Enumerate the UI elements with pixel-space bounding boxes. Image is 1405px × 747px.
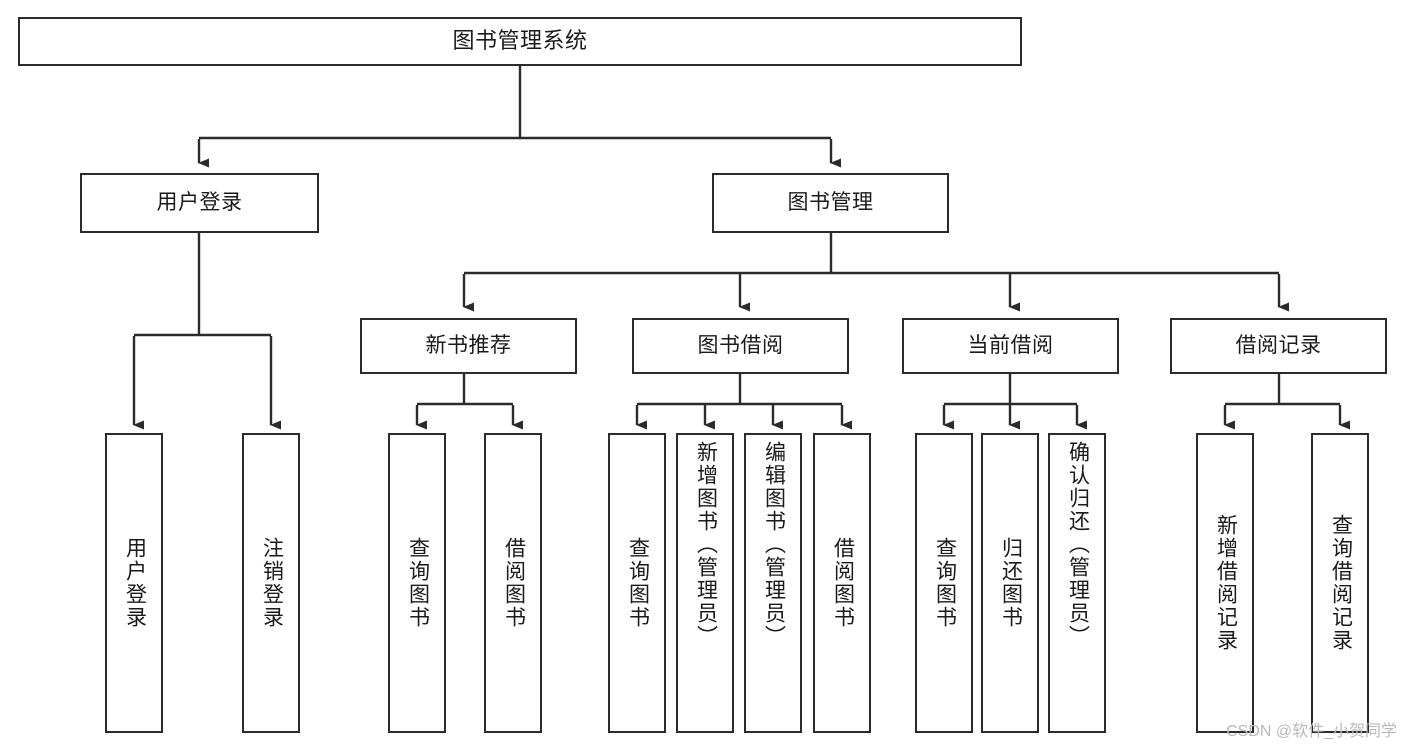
node-label: 注销登录 bbox=[260, 537, 284, 629]
node-leaf-query-book-2[interactable]: 查询图书 bbox=[608, 433, 666, 733]
node-leaf-query-book-1[interactable]: 查询图书 bbox=[388, 433, 446, 733]
node-label: 借阅图书 bbox=[831, 537, 855, 629]
node-label: 查询图书 bbox=[626, 537, 650, 629]
node-leaf-user-logout[interactable]: 注销登录 bbox=[242, 433, 300, 733]
node-label: 查询图书 bbox=[406, 537, 430, 629]
node-leaf-return-book[interactable]: 归还图书 bbox=[981, 433, 1039, 733]
node-book-manage[interactable]: 图书管理 bbox=[712, 173, 949, 233]
node-label: 确认归还（管理员） bbox=[1066, 441, 1090, 648]
node-leaf-query-record[interactable]: 查询借阅记录 bbox=[1311, 433, 1369, 733]
node-label: 图书借阅 bbox=[697, 334, 784, 358]
node-label: 图书管理系统 bbox=[452, 28, 588, 54]
node-label: 编辑图书（管理员） bbox=[762, 441, 786, 648]
node-label: 借阅记录 bbox=[1235, 334, 1322, 358]
node-borrow-record[interactable]: 借阅记录 bbox=[1170, 318, 1387, 374]
node-leaf-borrow-book-1[interactable]: 借阅图书 bbox=[484, 433, 542, 733]
node-user-login[interactable]: 用户登录 bbox=[80, 173, 319, 233]
node-label: 借阅图书 bbox=[502, 537, 526, 629]
node-current-borrow[interactable]: 当前借阅 bbox=[902, 318, 1119, 374]
node-book-borrow[interactable]: 图书借阅 bbox=[632, 318, 849, 374]
node-root-system[interactable]: 图书管理系统 bbox=[18, 17, 1022, 66]
node-label: 用户登录 bbox=[156, 191, 243, 215]
node-leaf-borrow-book-2[interactable]: 借阅图书 bbox=[813, 433, 871, 733]
node-label: 图书管理 bbox=[787, 191, 874, 215]
node-leaf-edit-book[interactable]: 编辑图书（管理员） bbox=[744, 433, 802, 733]
node-leaf-query-book-3[interactable]: 查询图书 bbox=[915, 433, 973, 733]
node-leaf-user-login[interactable]: 用户登录 bbox=[105, 433, 163, 733]
node-label: 当前借阅 bbox=[967, 334, 1054, 358]
node-leaf-add-record[interactable]: 新增借阅记录 bbox=[1196, 433, 1254, 733]
node-label: 新增图书（管理员） bbox=[694, 441, 718, 648]
node-label: 查询图书 bbox=[933, 537, 957, 629]
watermark-text: CSDN @软件_小贺同学 bbox=[1226, 723, 1397, 740]
node-label: 查询借阅记录 bbox=[1329, 514, 1353, 652]
node-leaf-confirm-return[interactable]: 确认归还（管理员） bbox=[1048, 433, 1106, 733]
node-new-book-recommend[interactable]: 新书推荐 bbox=[360, 318, 577, 374]
node-label: 新增借阅记录 bbox=[1214, 514, 1238, 652]
node-label: 新书推荐 bbox=[425, 334, 512, 358]
node-leaf-add-book[interactable]: 新增图书（管理员） bbox=[676, 433, 734, 733]
node-label: 归还图书 bbox=[999, 537, 1023, 629]
node-label: 用户登录 bbox=[123, 537, 147, 629]
